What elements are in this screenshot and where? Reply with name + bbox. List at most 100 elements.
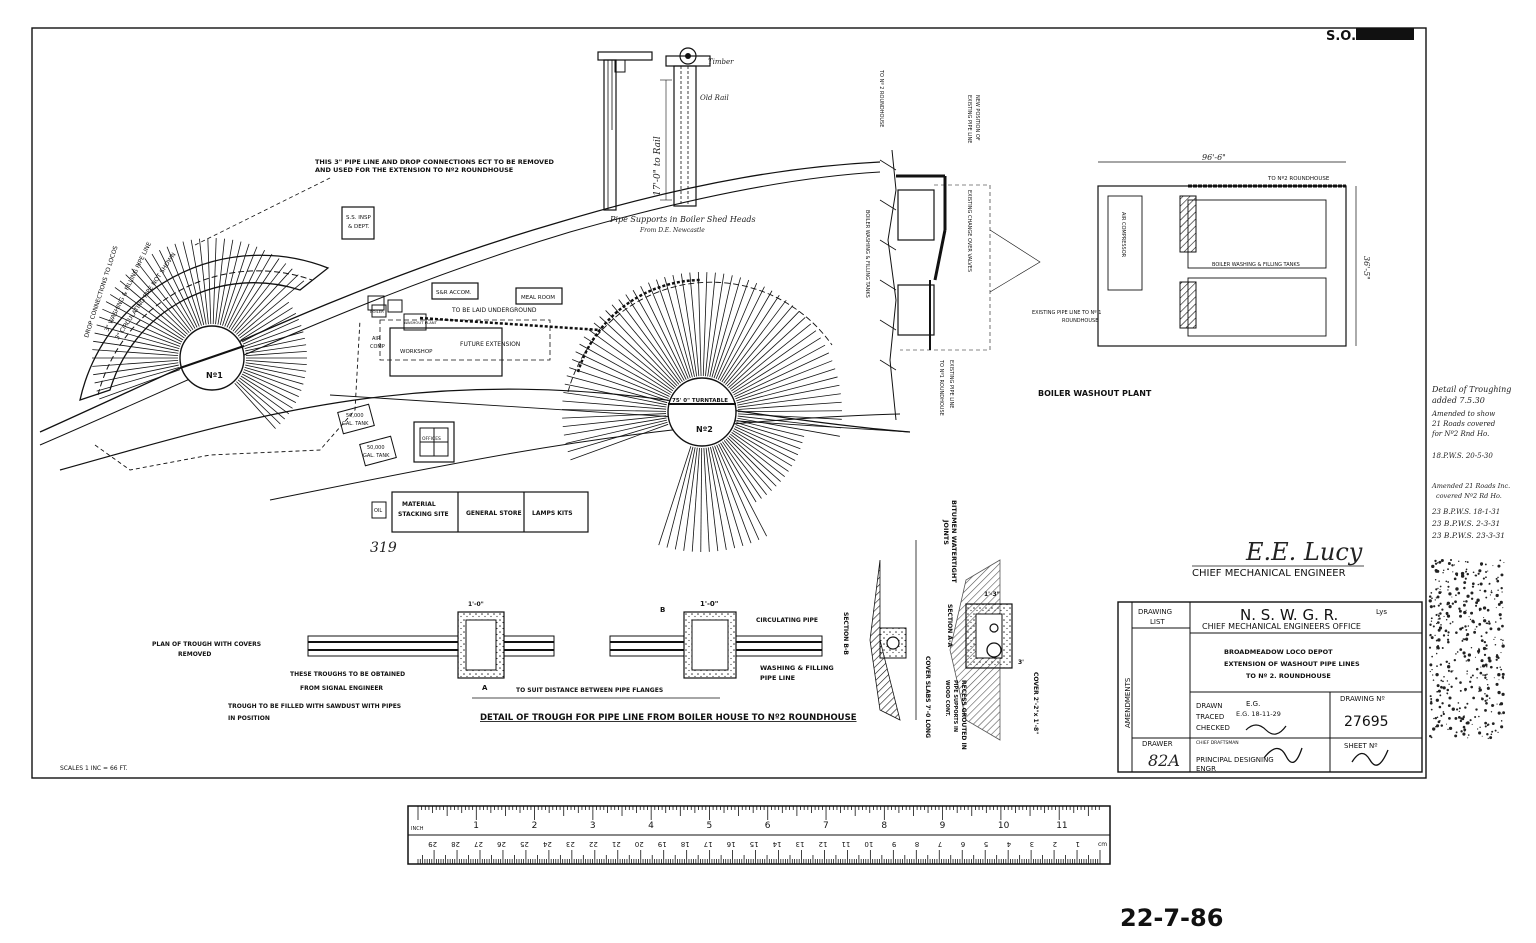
amend-note-3: Amended to show bbox=[1431, 410, 1495, 418]
ruler-cm-tick-label: 21 bbox=[612, 840, 621, 848]
pipe-line-note-2: AND USED FOR THE EXTENSION TO Nº2 ROUNDH… bbox=[315, 166, 513, 174]
pencil-mark: 319 bbox=[370, 540, 397, 556]
ruler-cm-tick-label: 24 bbox=[542, 840, 551, 848]
signal-label-1: THESE TROUGHS TO BE OBTAINED bbox=[290, 671, 405, 678]
signature-title: CHIEF MECHANICAL ENGINEER bbox=[1192, 568, 1346, 579]
pipe-supports-caption-1: Pipe Supports in Boiler Shed Heads bbox=[609, 215, 756, 224]
pipe-line-note-1: THIS 3" PIPE LINE AND DROP CONNECTIONS E… bbox=[315, 158, 555, 166]
roundhouse-1-label: Nº1 bbox=[206, 371, 223, 380]
washing-filling-2: PIPE LINE bbox=[760, 674, 795, 682]
section-aa-label: SECTION A-A bbox=[946, 604, 953, 647]
bitumen-label-1: BITUMEN WATERTIGHT bbox=[950, 500, 958, 583]
ruler-cm-tick-label: 1 bbox=[1076, 840, 1080, 848]
org-name: N. S. W. G. R. bbox=[1240, 606, 1338, 624]
pipe-section-view: TO Nº 2 ROUNDHOUSE NEW POSITION OF EXIST… bbox=[864, 69, 1041, 421]
date-stamp: 22-7-86 bbox=[1120, 904, 1223, 932]
plan-label-2: REMOVED bbox=[178, 651, 211, 658]
ruler-cm-tick-label: 16 bbox=[726, 840, 735, 848]
ruler-cm-tick-label: 29 bbox=[428, 840, 437, 848]
sheet-ref: S.O. bbox=[1326, 29, 1356, 44]
ruler-cm-tick-label: 27 bbox=[474, 840, 483, 848]
traced-value: E.G. 18-11-29 bbox=[1236, 710, 1281, 718]
sheet-no-label: SHEET Nº bbox=[1344, 742, 1378, 750]
ruler-inch-tick-label: 8 bbox=[881, 821, 887, 831]
ruler-cm-label: cm bbox=[1098, 841, 1107, 848]
air-compressor-label: AIR COMPRESSOR bbox=[1120, 212, 1126, 258]
ruler-inch-tick-label: 10 bbox=[998, 821, 1010, 831]
ruler-cm-tick-label: 14 bbox=[772, 840, 781, 848]
trough-section-b: B bbox=[660, 606, 665, 614]
ruler-cm-tick-label: 10 bbox=[864, 840, 873, 848]
roundhouse-2-label: Nº2 bbox=[696, 425, 713, 434]
plant-dim-width: 96'-6" bbox=[1202, 153, 1226, 162]
scale-note: SCALES 1 INC = 66 FT. bbox=[60, 765, 128, 772]
ruler-cm-tick-label: 22 bbox=[589, 840, 598, 848]
site-plan: Nº1 DROP CONNECTIONS TO LOCOS 3" WASHING… bbox=[39, 158, 911, 556]
cover-slabs-label: COVER SLABS 7'-0 LONG bbox=[924, 656, 931, 738]
roundhouse-2: 75' 0" TURNTABLE Nº2 bbox=[562, 272, 842, 552]
existing-pipe-label: EXISTING PIPE LINE bbox=[966, 95, 972, 143]
roundhouse-1: Nº1 DROP CONNECTIONS TO LOCOS 3" WASHING… bbox=[79, 238, 361, 471]
ruler-inch-tick-label: 6 bbox=[765, 821, 771, 831]
existing-pipe-2-label: EXISTING PIPE LINE bbox=[948, 360, 954, 408]
drawing-no-label: DRAWING Nº bbox=[1340, 695, 1385, 703]
sawdust-label-1: TROUGH TO BE FILLED WITH SAWDUST WITH PI… bbox=[228, 703, 401, 710]
dim-13-label: 1'-3" bbox=[984, 591, 1000, 598]
ruler-inch-tick-label: 3 bbox=[590, 821, 596, 831]
trough-dim-a: 1'-0" bbox=[468, 601, 484, 608]
plant-dim-height: 36'-5" bbox=[1362, 256, 1371, 280]
dim-3-label: 3' bbox=[1018, 659, 1024, 666]
amend-note-7: Amended 21 Roads Inc. bbox=[1431, 482, 1510, 490]
ruler-cm-tick-label: 3 bbox=[1030, 840, 1034, 848]
signal-label-2: FROM SIGNAL ENGINEER bbox=[300, 685, 383, 692]
ss-insp-label-2: & DEPT. bbox=[348, 224, 370, 230]
drop-connections-label: DROP CONNECTIONS TO LOCOS bbox=[83, 245, 119, 339]
ruler-cm-tick-label: 25 bbox=[520, 840, 529, 848]
circulating-pipe-label: CIRCULATING PIPE bbox=[756, 617, 818, 624]
tank-1-label: 50,000 bbox=[346, 413, 364, 419]
section-to-no2-label: TO Nº 2 ROUNDHOUSE bbox=[878, 69, 884, 127]
amend-note-11: 23 B.P.W.S. 23-3-31 bbox=[1431, 531, 1505, 540]
tank-2-label-2: GAL. TANK bbox=[363, 453, 390, 459]
amend-note-8: covered Nº2 Rd Ho. bbox=[1436, 492, 1502, 500]
ruler-cm-tick-label: 11 bbox=[841, 840, 850, 848]
ruler-cm-tick-label: 18 bbox=[681, 840, 690, 848]
ruler-cm-tick-label: 6 bbox=[960, 840, 965, 848]
recess-label-2: PIPE SUPPORTS IN bbox=[952, 680, 958, 732]
org-office: CHIEF MECHANICAL ENGINEERS OFFICE bbox=[1202, 622, 1361, 631]
amend-note-5: for Nº2 Rnd Ho. bbox=[1431, 430, 1489, 438]
org-suffix: Lys bbox=[1376, 608, 1387, 616]
ruler-inch-tick-label: 2 bbox=[532, 821, 538, 831]
change-over-label: EXISTING CHANGE OVER VALVES bbox=[966, 190, 972, 272]
tank-1-label-2: GAL. TANK bbox=[342, 421, 369, 427]
ruler-cm-tick-label: 26 bbox=[497, 840, 506, 848]
chief-engineer-signature: E.E. Lucy CHIEF MECHANICAL ENGINEER bbox=[1192, 538, 1364, 579]
old-rail-label: Old Rail bbox=[700, 94, 729, 102]
drawn-label: DRAWN bbox=[1196, 702, 1223, 710]
signature-name: E.E. Lucy bbox=[1245, 538, 1363, 566]
drawing-list-label-2: LIST bbox=[1150, 618, 1165, 626]
meal-room-label: MEAL ROOM bbox=[521, 295, 555, 301]
pipe-support-dimension: 17'-0" to Rail bbox=[653, 136, 663, 196]
new-position-label: NEW POSITION OF bbox=[974, 95, 980, 141]
recess-label-1: RECESS GROUTED IN bbox=[960, 680, 967, 750]
bitumen-label-2: JOINTS bbox=[942, 519, 950, 545]
boiler-washout-title: BOILER WASHOUT PLANT bbox=[1038, 389, 1152, 398]
offices-label: OFFICES bbox=[422, 436, 441, 442]
recess-label-3: WOOD CONT. bbox=[944, 680, 950, 717]
oil-label: OIL bbox=[374, 508, 382, 514]
ruler-inch-label: INCH bbox=[411, 826, 424, 832]
drawing-list-label-1: DRAWING bbox=[1138, 608, 1172, 616]
amend-note-9: 23 B.P.W.S. 18-1-31 bbox=[1431, 508, 1500, 516]
title-line-3: TO Nº 2. ROUNDHOUSE bbox=[1246, 672, 1331, 680]
title-block: DRAWING LIST N. S. W. G. R. Lys CHIEF ME… bbox=[1117, 601, 1423, 773]
ruler-cm-tick-label: 4 bbox=[1006, 840, 1011, 848]
ruler-inch-tick-label: 7 bbox=[823, 821, 829, 831]
section-to-no1-label: TO Nº1 ROUNDHOUSE bbox=[938, 359, 944, 416]
cover-size-label: COVER 2'-2"x 1'-8" bbox=[1032, 672, 1039, 734]
ruler-inch-tick-label: 11 bbox=[1056, 821, 1067, 831]
air-comp-label-2: COMP bbox=[370, 344, 385, 350]
amend-note-10: 23 B.P.W.S. 2-3-31 bbox=[1431, 519, 1500, 528]
sheet-border bbox=[31, 27, 1427, 779]
